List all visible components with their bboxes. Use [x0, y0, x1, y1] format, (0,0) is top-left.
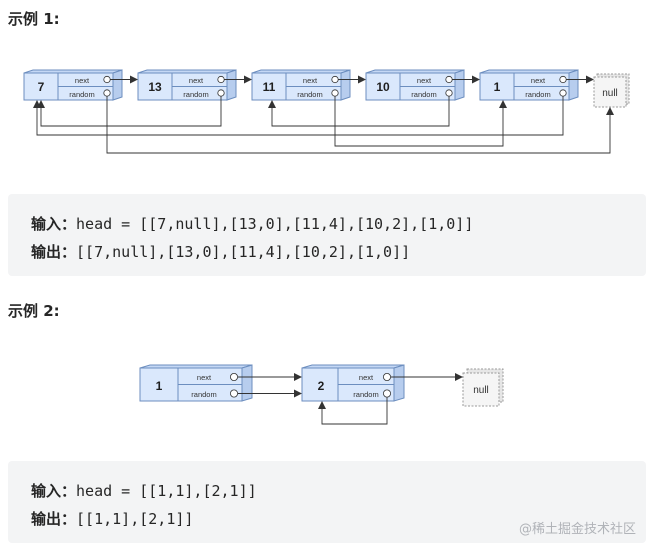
node-value: 2: [318, 379, 325, 393]
example-2-heading: 示例 2:: [8, 302, 60, 320]
node-value: 1: [156, 379, 163, 393]
node-value: 11: [263, 80, 276, 94]
output-value: [[1,1],[2,1]]: [76, 510, 194, 528]
list-node: 11 next random: [251, 69, 351, 101]
node-value: 1: [494, 80, 501, 94]
input-value: head = [[7,null],[13,0],[11,4],[10,2],[1…: [76, 215, 474, 233]
output-label: 输出：: [31, 243, 77, 261]
node-next-label: next: [197, 373, 212, 382]
node-random-label: random: [183, 90, 208, 99]
null-label: null: [602, 88, 618, 99]
node-next-label: next: [359, 373, 374, 382]
example-1-heading: 示例 1:: [8, 10, 60, 28]
list-node: 1 next random: [139, 364, 253, 402]
null-label: null: [473, 385, 489, 396]
node-random-label: random: [525, 90, 550, 99]
example-2-input-line: 输入：head = [[1,1],[2,1]]: [31, 480, 257, 501]
node-value: 10: [376, 80, 390, 94]
example-2-code-block: 输入：head = [[1,1],[2,1]] 输出：[[1,1],[2,1]]: [8, 461, 646, 543]
node-value: 13: [148, 80, 162, 94]
example-1-diagram: 7 next random 13 next random 11 next ran…: [23, 69, 630, 154]
null-node: null: [593, 73, 630, 108]
node-next-label: next: [417, 76, 432, 85]
node-random-label: random: [411, 90, 436, 99]
watermark: @稀土掘金技术社区: [518, 522, 636, 537]
input-label: 输入：: [31, 215, 77, 233]
input-value: head = [[1,1],[2,1]]: [76, 482, 257, 500]
example-2-output-line: 输出：[[1,1],[2,1]]: [31, 508, 193, 529]
node-next-label: next: [189, 76, 204, 85]
random-arrows: [33, 96, 614, 154]
input-label: 输入：: [31, 482, 77, 500]
example-1-input-line: 输入：head = [[7,null],[13,0],[11,4],[10,2]…: [31, 213, 473, 234]
list-node: 1 next random: [479, 69, 579, 101]
node-random-label: random: [191, 390, 216, 399]
node-random-label: random: [297, 90, 322, 99]
list-node: 2 next random: [301, 364, 405, 402]
example-2-diagram: 1 next random 2 next random null: [139, 364, 504, 425]
output-value: [[7,null],[13,0],[11,4],[10,2],[1,0]]: [76, 243, 411, 261]
output-label: 输出：: [31, 510, 77, 528]
null-node: null: [462, 368, 504, 407]
node-next-label: next: [531, 76, 546, 85]
example-1-code-block: 输入：head = [[7,null],[13,0],[11,4],[10,2]…: [8, 194, 646, 276]
list-node: 10 next random: [365, 69, 465, 101]
node-next-label: next: [303, 76, 318, 85]
list-node: 13 next random: [137, 69, 237, 101]
list-node: 7 next random: [23, 69, 123, 101]
node-random-label: random: [69, 90, 94, 99]
node-value: 7: [38, 80, 45, 94]
node-random-label: random: [353, 390, 378, 399]
example-1-output-line: 输出：[[7,null],[13,0],[11,4],[10,2],[1,0]]: [31, 241, 410, 262]
node-next-label: next: [75, 76, 90, 85]
arrows: [238, 373, 463, 425]
